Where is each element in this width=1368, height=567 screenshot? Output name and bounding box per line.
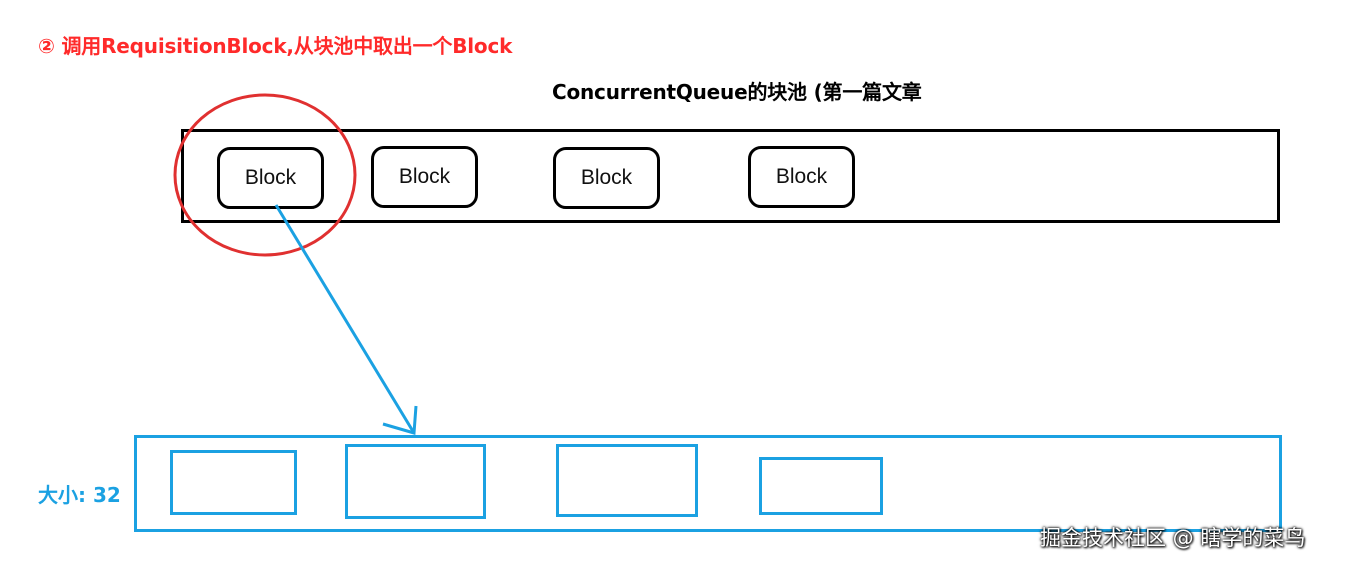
size-label: 大小: 32 [38, 483, 121, 507]
block-slot-2 [345, 444, 486, 519]
pool-block-3: Block [553, 147, 660, 209]
arrow-line [274, 204, 416, 434]
arrow-head-icon [382, 405, 418, 435]
watermark: 掘金技术社区 @ 瞎学的菜鸟 [1040, 526, 1306, 550]
pool-block-2: Block [371, 146, 478, 208]
block-slot-4 [759, 457, 883, 515]
block-slot-1 [170, 450, 297, 515]
pool-title: ConcurrentQueue的块池 (第一篇文章 [552, 80, 922, 104]
block-slot-3 [556, 444, 698, 517]
pool-block-4: Block [748, 146, 855, 208]
pool-block-1: Block [217, 147, 324, 209]
step-heading: ② 调用RequisitionBlock,从块池中取出一个Block [38, 34, 513, 58]
block-container [134, 435, 1282, 532]
block-pool-container [181, 129, 1280, 223]
